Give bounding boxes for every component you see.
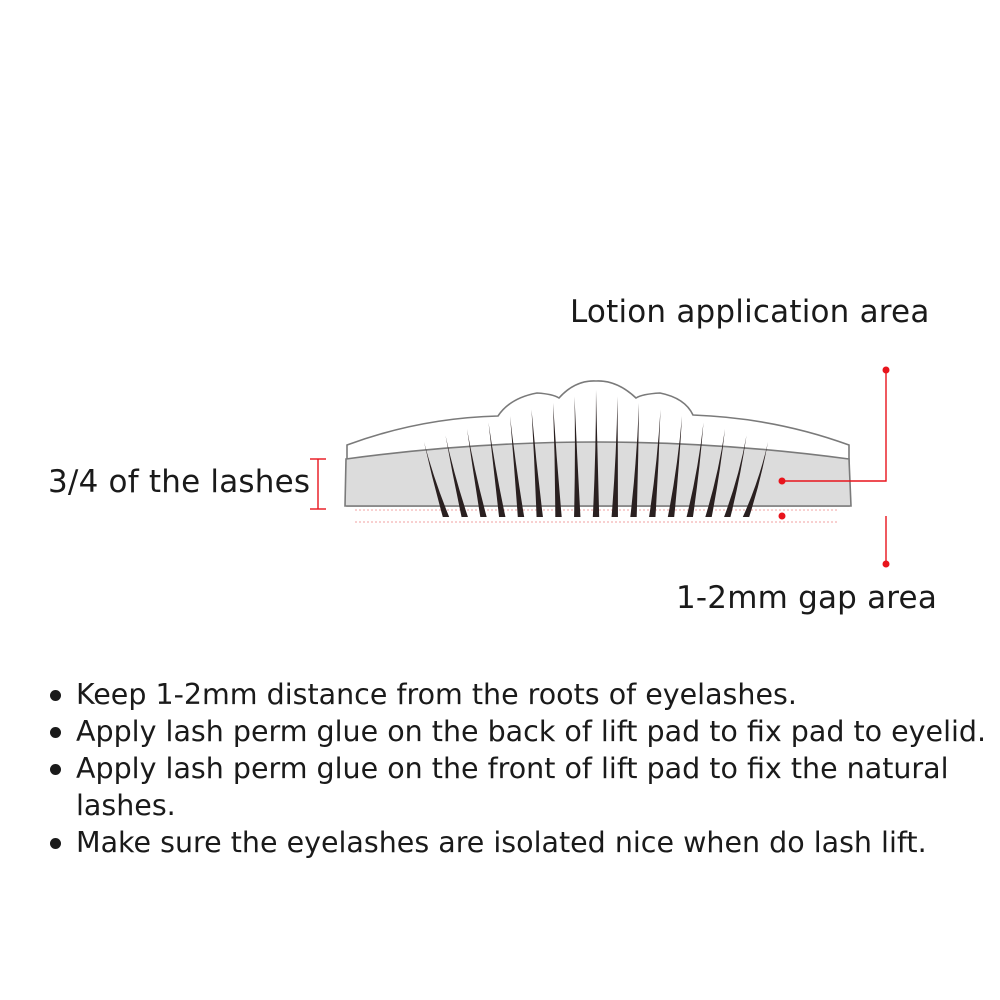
lotion-area-callout [778,366,890,485]
lash [574,396,581,517]
instruction-text: Apply lash perm glue on the back of lift… [76,715,987,748]
instruction-item: Apply lash perm glue on the back of lift… [48,713,988,750]
bullet-icon [50,764,61,775]
lash [488,422,506,517]
bullet-icon [50,690,61,701]
gap-area-label: 1-2mm gap area [676,580,938,616]
bullet-icon [50,727,61,738]
instruction-item: Apply lash perm glue on the front of lif… [48,750,988,824]
instruction-text: Make sure the eyelashes are isolated nic… [76,826,927,859]
bullet-icon [50,838,61,849]
instruction-text: Apply lash perm glue on the front of lif… [76,752,949,822]
lash [630,403,639,517]
lash [553,403,562,517]
lash [531,409,543,517]
three-quarters-bracket [310,458,326,510]
three-quarters-label: 3/4 of the lashes [48,464,311,500]
lash [592,390,600,517]
lash [611,396,618,517]
lotion-area-label: Lotion application area [570,294,930,330]
instruction-item: Keep 1-2mm distance from the roots of ey… [48,676,988,713]
instruction-item: Make sure the eyelashes are isolated nic… [48,824,988,861]
instruction-list: Keep 1-2mm distance from the roots of ey… [48,676,988,861]
lash [510,416,525,517]
gap-area-callout [778,512,890,568]
lashes [424,390,768,517]
lash [667,416,682,517]
instruction-text: Keep 1-2mm distance from the roots of ey… [76,678,797,711]
lash [686,422,704,517]
lash [649,409,661,517]
